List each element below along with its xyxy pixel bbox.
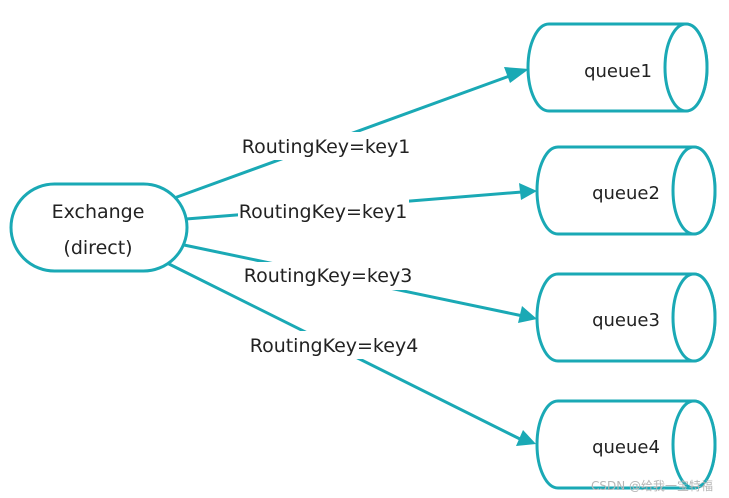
exchange-node: Exchange (direct) xyxy=(9,182,189,273)
routing-label-2: RoutingKey=key1 xyxy=(239,201,408,223)
routing-label-4: RoutingKey=key4 xyxy=(250,335,419,357)
queue-node-4: queue4 xyxy=(535,399,717,490)
watermark-text: CSDN @给我一宝特福 xyxy=(591,478,713,493)
queue-label-2: queue2 xyxy=(592,183,660,204)
arrowhead-1 xyxy=(504,67,529,83)
routing-label-1: RoutingKey=key1 xyxy=(242,136,411,158)
queue-node-2: queue2 xyxy=(535,145,717,236)
exchange-title: Exchange xyxy=(52,201,145,223)
arrowhead-4 xyxy=(516,430,536,446)
arrowhead-3 xyxy=(518,306,537,323)
routing-label-3: RoutingKey=key3 xyxy=(244,265,413,287)
queue-node-3: queue3 xyxy=(535,272,717,363)
arrowhead-2 xyxy=(519,183,537,200)
queue-label-4: queue4 xyxy=(592,437,660,458)
queue-node-1: queue1 xyxy=(526,22,709,113)
queue-label-1: queue1 xyxy=(584,61,652,82)
exchange-subtitle: (direct) xyxy=(63,237,132,259)
queue-label-3: queue3 xyxy=(592,310,660,331)
